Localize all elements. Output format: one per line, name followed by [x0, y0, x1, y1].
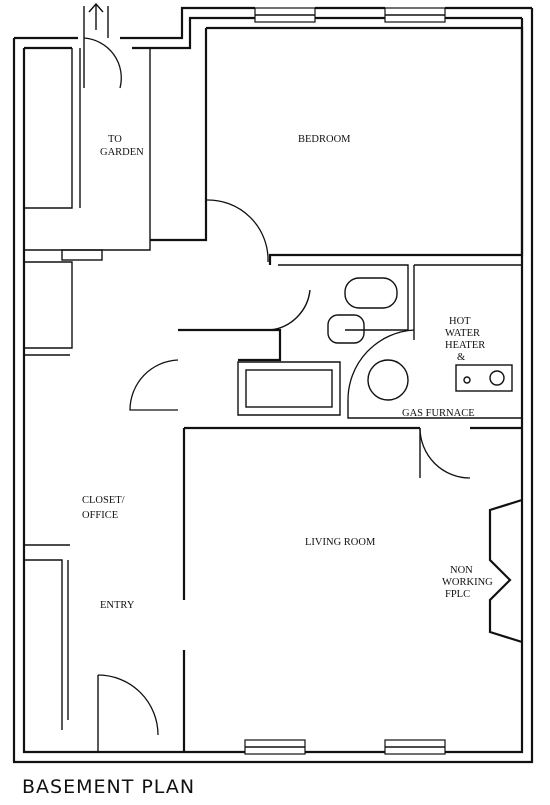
non-label: NON	[450, 565, 473, 576]
bathroom-walls	[129, 264, 409, 416]
working-label: WORKING	[442, 577, 493, 588]
garden-passage-walls	[24, 48, 151, 349]
heater-label: HEATER	[445, 340, 485, 351]
mechanical-room	[347, 264, 522, 419]
closet-entry-walls	[24, 354, 159, 752]
to-garden-label-2: GARDEN	[100, 147, 144, 158]
room-labels: TO GARDEN BEDROOM HOT WATER HEATER & GAS…	[82, 134, 493, 611]
water-label: WATER	[445, 328, 480, 339]
bottom-windows	[244, 739, 446, 755]
gas-furnace-label: GAS FURNACE	[402, 408, 475, 419]
living-room-walls	[182, 426, 523, 752]
living-room-label: LIVING ROOM	[305, 537, 376, 548]
to-garden-label-1: TO	[108, 134, 122, 145]
hot-label: HOT	[449, 316, 471, 327]
bedroom-walls	[150, 26, 524, 265]
fplc-label: FPLC	[445, 589, 470, 600]
office-label: OFFICE	[82, 510, 118, 521]
top-windows	[254, 6, 532, 23]
closet-label: CLOSET/	[82, 495, 125, 506]
bedroom-label: BEDROOM	[298, 134, 351, 145]
ampersand-label: &	[457, 352, 465, 363]
entry-label: ENTRY	[100, 600, 135, 611]
plan-title: BASEMENT PLAN	[22, 776, 195, 798]
outer-walls	[12, 6, 534, 764]
garden-door	[83, 2, 122, 89]
